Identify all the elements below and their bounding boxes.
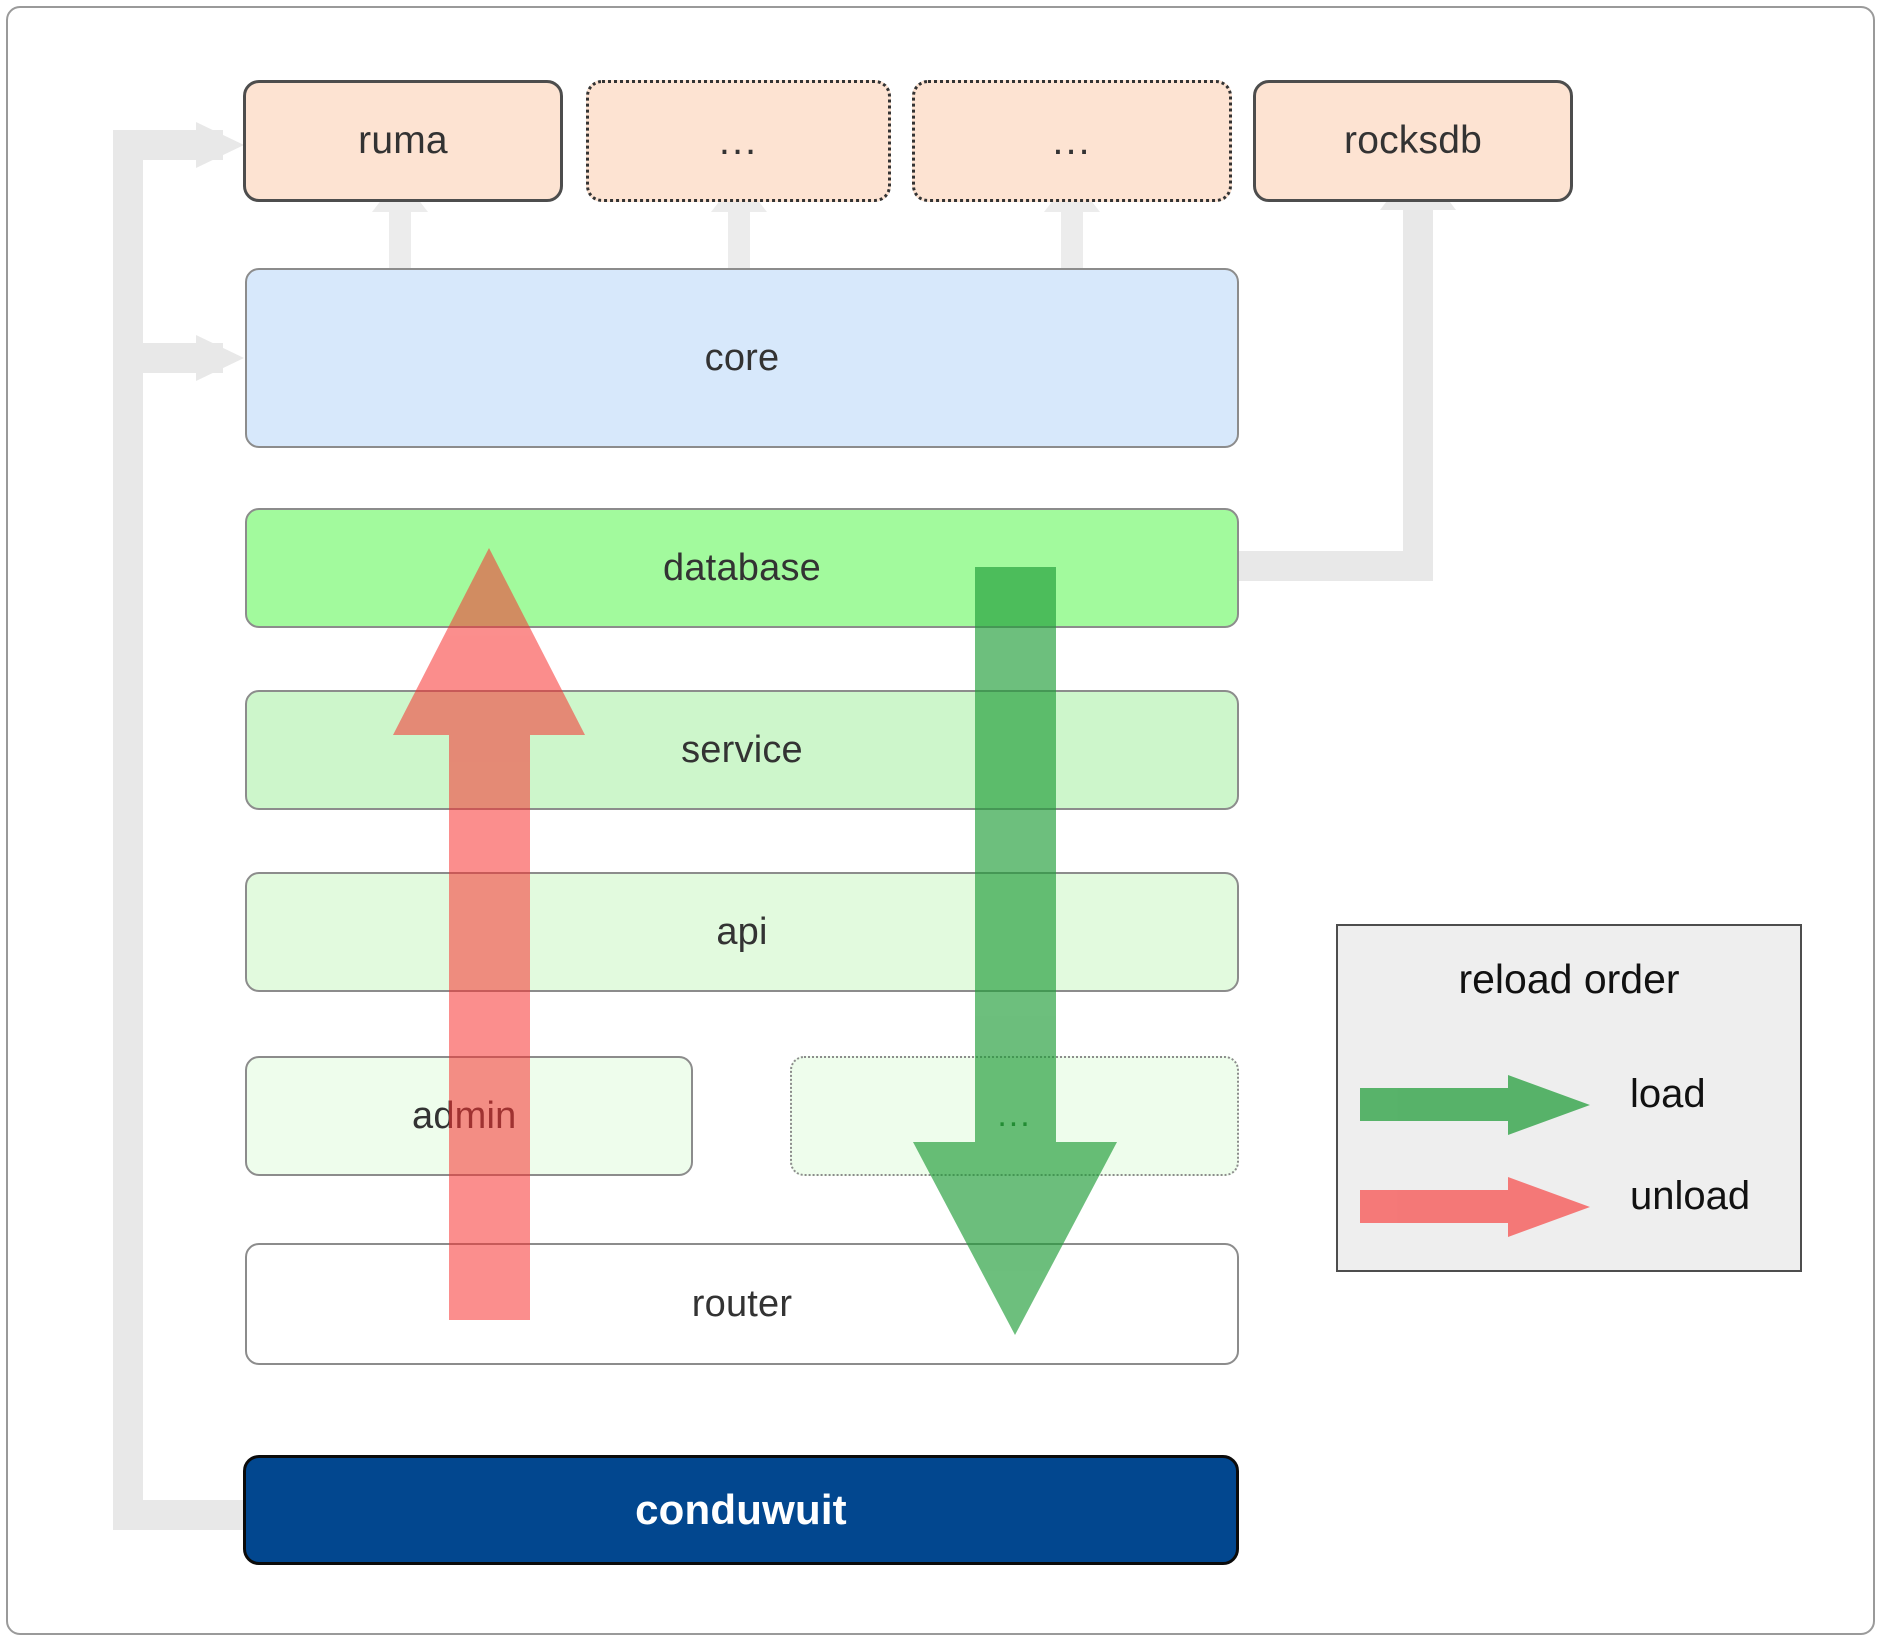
- layer-box-router[interactable]: router: [245, 1243, 1239, 1365]
- layer-box-service[interactable]: service: [245, 690, 1239, 810]
- dependency-box-ellipsis-2[interactable]: ...: [912, 80, 1232, 202]
- dependency-label: ruma: [358, 119, 448, 162]
- layer-label: admin: [412, 1094, 517, 1137]
- unload-arrow-icon: [1360, 1177, 1590, 1237]
- layer-label: api: [716, 910, 768, 953]
- layer-box-database[interactable]: database: [245, 508, 1239, 628]
- legend-panel: reload order load unload: [1336, 924, 1802, 1272]
- application-box-conduwuit[interactable]: conduwuit: [243, 1455, 1239, 1565]
- dependency-label: ...: [718, 119, 759, 163]
- legend-label-load: load: [1630, 1072, 1706, 1116]
- layer-label: core: [704, 336, 780, 379]
- layer-label: database: [663, 546, 821, 589]
- legend-row-load: load: [1338, 1060, 1800, 1150]
- diagram-frame: [6, 6, 1875, 1635]
- dependency-label: ...: [1052, 119, 1092, 163]
- layer-box-api[interactable]: api: [245, 872, 1239, 992]
- layer-label: router: [691, 1282, 793, 1325]
- legend-title: reload order: [1458, 956, 1680, 1002]
- dependency-box-ruma[interactable]: ruma: [243, 80, 563, 202]
- layer-label: service: [681, 728, 803, 771]
- application-label: conduwuit: [635, 1486, 847, 1533]
- dependency-box-rocksdb[interactable]: rocksdb: [1253, 80, 1573, 202]
- load-arrow-icon: [1360, 1075, 1590, 1135]
- dependency-box-ellipsis-1[interactable]: ...: [586, 80, 891, 202]
- layer-box-core[interactable]: core: [245, 268, 1239, 448]
- dependency-label: rocksdb: [1344, 119, 1482, 162]
- layer-box-ellipsis[interactable]: ...: [790, 1056, 1239, 1176]
- legend-row-unload: unload: [1338, 1162, 1800, 1252]
- layer-box-admin[interactable]: admin: [245, 1056, 693, 1176]
- legend-label-unload: unload: [1630, 1174, 1751, 1218]
- layer-label: ...: [997, 1096, 1032, 1135]
